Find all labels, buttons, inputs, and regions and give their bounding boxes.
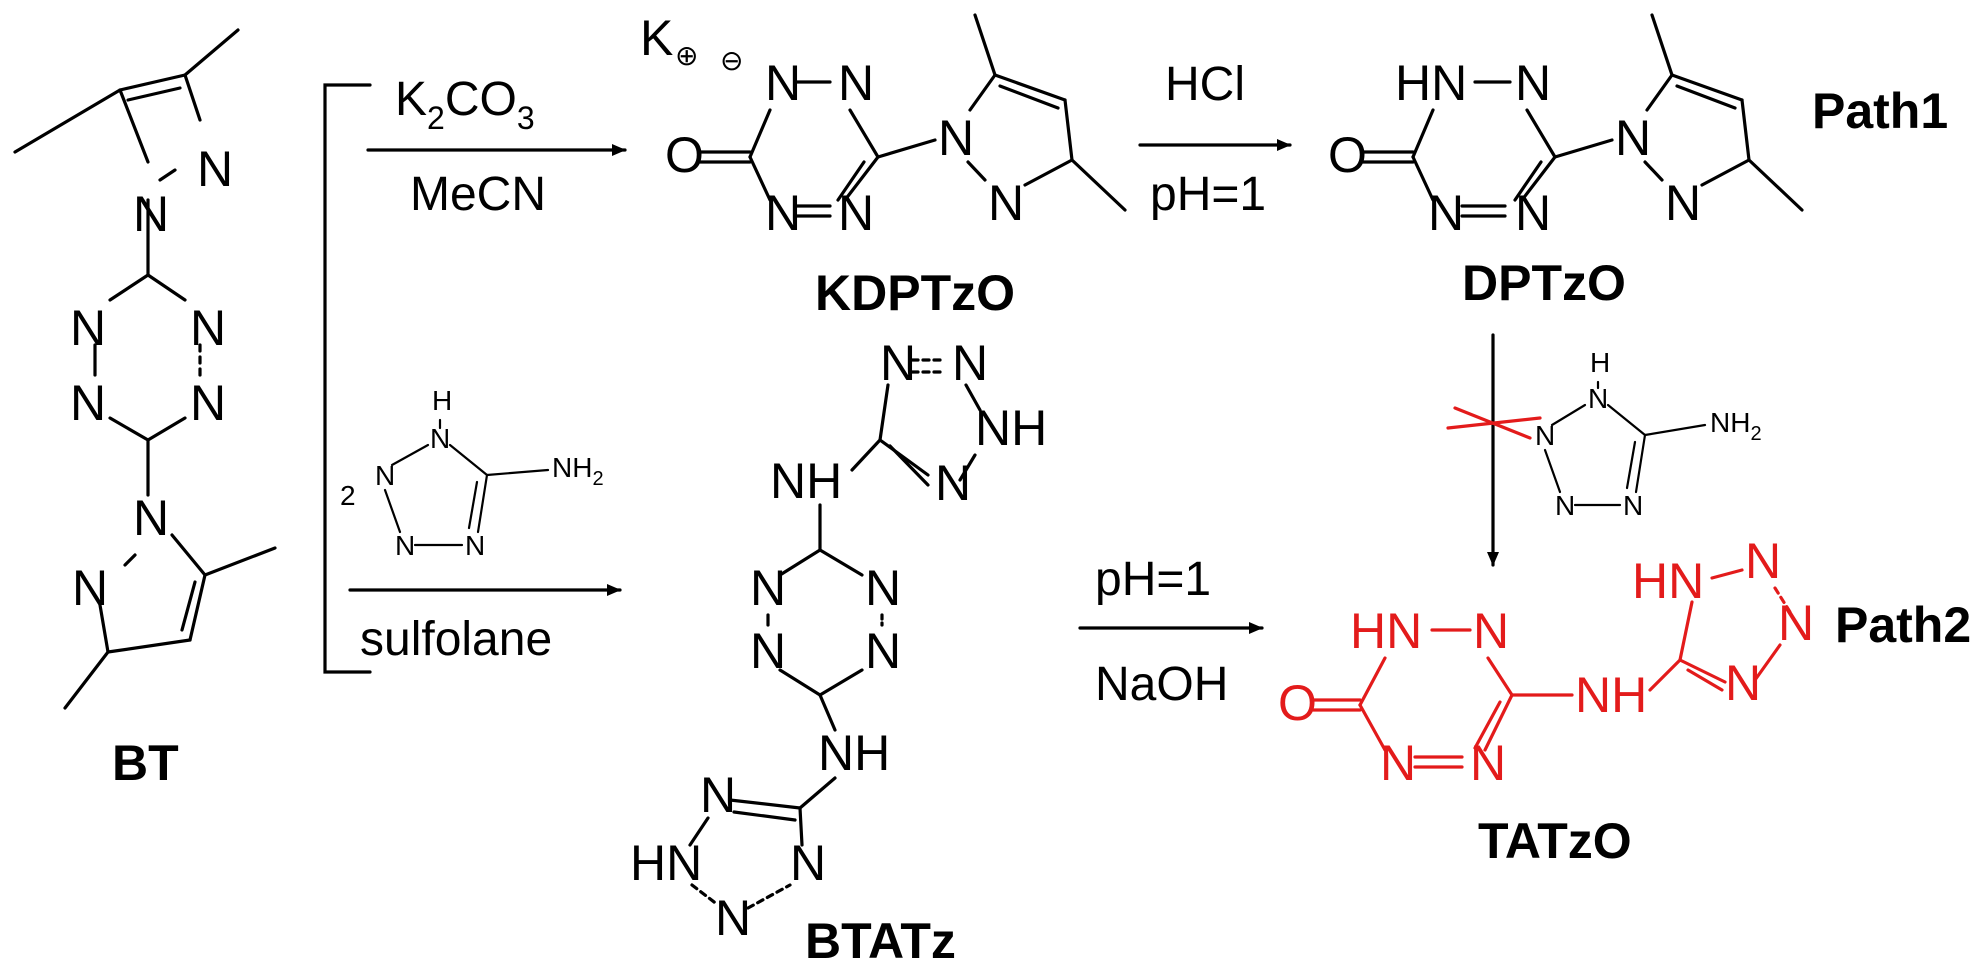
naoh-label: NaOH: [1095, 658, 1228, 711]
amt-r-n1: N: [1588, 383, 1608, 414]
k2co3-k: K: [395, 73, 427, 126]
svg-text:NH2: NH2: [552, 452, 604, 490]
btatz-t1-n2: N: [952, 335, 988, 391]
tatzo-n3: N: [1380, 735, 1416, 791]
kdptzo-pz-n2: N: [988, 175, 1024, 231]
bt-tz-n4: N: [190, 300, 226, 356]
amt-l-n1: N: [430, 423, 450, 454]
dptzo-o: O: [1328, 127, 1367, 183]
bt-tz-n6: N: [190, 375, 226, 431]
tatzo-structure: HN N O N N NH HN N N N TATzO: [1278, 533, 1814, 869]
btatz-t2-n3: N: [790, 835, 826, 891]
btatz-structure: N N NH N NH N N N N NH N HN N N: [630, 335, 1047, 969]
k2co3-conditions: K2CO3 MeCN: [366, 73, 627, 221]
aminotetrazole-right: H N N N N NH2: [1535, 347, 1762, 521]
btatz-t1-n1: N: [880, 335, 916, 391]
tatzo-hn: HN: [1350, 603, 1422, 659]
btatz-nh-top: NH: [770, 453, 842, 509]
bt-n1: N: [133, 186, 169, 242]
bt-tz-n5: N: [70, 375, 106, 431]
amt-l-n2: N: [375, 460, 395, 491]
path2-label: Path2: [1835, 597, 1971, 653]
hcl-label: HCl: [1165, 58, 1245, 111]
hcl-conditions: HCl pH=1: [1138, 58, 1292, 221]
amt-r-h: H: [1590, 347, 1610, 378]
tatzo-t-n3: N: [1778, 595, 1814, 651]
ph1-bottom-label: pH=1: [1095, 553, 1211, 606]
dptzo-n4: N: [1515, 185, 1551, 241]
amt-l-n4: N: [465, 530, 485, 561]
kdptzo-n3: N: [765, 185, 801, 241]
blocked-mark-2: [1453, 406, 1532, 440]
bt-n2: N: [197, 141, 233, 197]
plus-charge: ⊕: [675, 40, 698, 71]
tatzo-n4: N: [1470, 735, 1506, 791]
reaction-bracket: [323, 83, 372, 674]
tatzo-n2: N: [1473, 603, 1509, 659]
dptzo-pz-n2: N: [1665, 175, 1701, 231]
bt-n7: N: [133, 490, 169, 546]
btatz-label: BTATz: [805, 913, 956, 969]
kdptzo-label: KDPTzO: [815, 265, 1015, 321]
bt-n8: N: [72, 560, 108, 616]
btatz-nh-bottom: NH: [818, 725, 890, 781]
btatz-tz-n2: N: [865, 560, 901, 616]
kdptzo-n2: N: [838, 55, 874, 111]
tatzo-t-hn: HN: [1632, 553, 1704, 609]
dptzo-pz-n1: N: [1615, 110, 1651, 166]
kdptzo-k: K: [640, 10, 673, 66]
kdptzo-o: O: [665, 127, 704, 183]
mecn-label: MeCN: [410, 168, 546, 221]
dptzo-structure: HN N O N N N N DPTzO: [1328, 13, 1804, 311]
tatzo-label: TATzO: [1478, 813, 1632, 869]
btatz-t1-n4: N: [935, 455, 971, 511]
amt-l-nh2: NH: [552, 452, 592, 483]
svg-text:NH2: NH2: [1710, 407, 1762, 445]
tatzo-t-n2: N: [1745, 533, 1781, 589]
aminotetrazole-equiv: 2: [340, 480, 356, 511]
amt-l-n3: N: [395, 530, 415, 561]
ph1-top-label: pH=1: [1150, 168, 1266, 221]
bt-tz-n3: N: [70, 300, 106, 356]
tatzo-t-n4: N: [1725, 655, 1761, 711]
tatzo-o: O: [1278, 675, 1317, 731]
dptzo-n3: N: [1428, 185, 1464, 241]
btatz-tz-n4: N: [865, 623, 901, 679]
amt-r-n2: N: [1535, 420, 1555, 451]
dptzo-n2: N: [1515, 55, 1551, 111]
btatz-tz-n1: N: [750, 560, 786, 616]
kdptzo-n1: N: [765, 55, 801, 111]
naoh-conditions: pH=1 NaOH: [1078, 553, 1264, 711]
btatz-t2-n1: N: [700, 767, 736, 823]
amt-r-nh2: NH: [1710, 407, 1750, 438]
bt-label: BT: [112, 735, 179, 791]
btatz-t2-n4: N: [715, 890, 751, 946]
tatzo-nh: NH: [1575, 667, 1647, 723]
btatz-t1-nh: NH: [975, 400, 1047, 456]
aminotetrazole-left: 2 H N N N N NH2: [340, 385, 604, 561]
dptzo-hn: HN: [1395, 55, 1467, 111]
amt-l-h: H: [432, 385, 452, 416]
amt-r-n4: N: [1623, 490, 1643, 521]
sulfolane-label: sulfolane: [360, 613, 552, 666]
svg-text:K2CO3: K2CO3: [395, 73, 535, 136]
minus-charge: ⊖: [720, 45, 743, 76]
kdptzo-pz-n1: N: [938, 110, 974, 166]
path1-label: Path1: [1812, 83, 1948, 139]
blocked-arrow-group: [1446, 333, 1542, 567]
kdptzo-n4: N: [838, 185, 874, 241]
kdptzo-structure: K ⊕ ⊖ N N O N N N N KDPTzO: [640, 10, 1127, 321]
dptzo-label: DPTzO: [1462, 255, 1626, 311]
amt-r-n3: N: [1555, 490, 1575, 521]
bt-structure: N N N N N N N N BT: [13, 28, 277, 791]
